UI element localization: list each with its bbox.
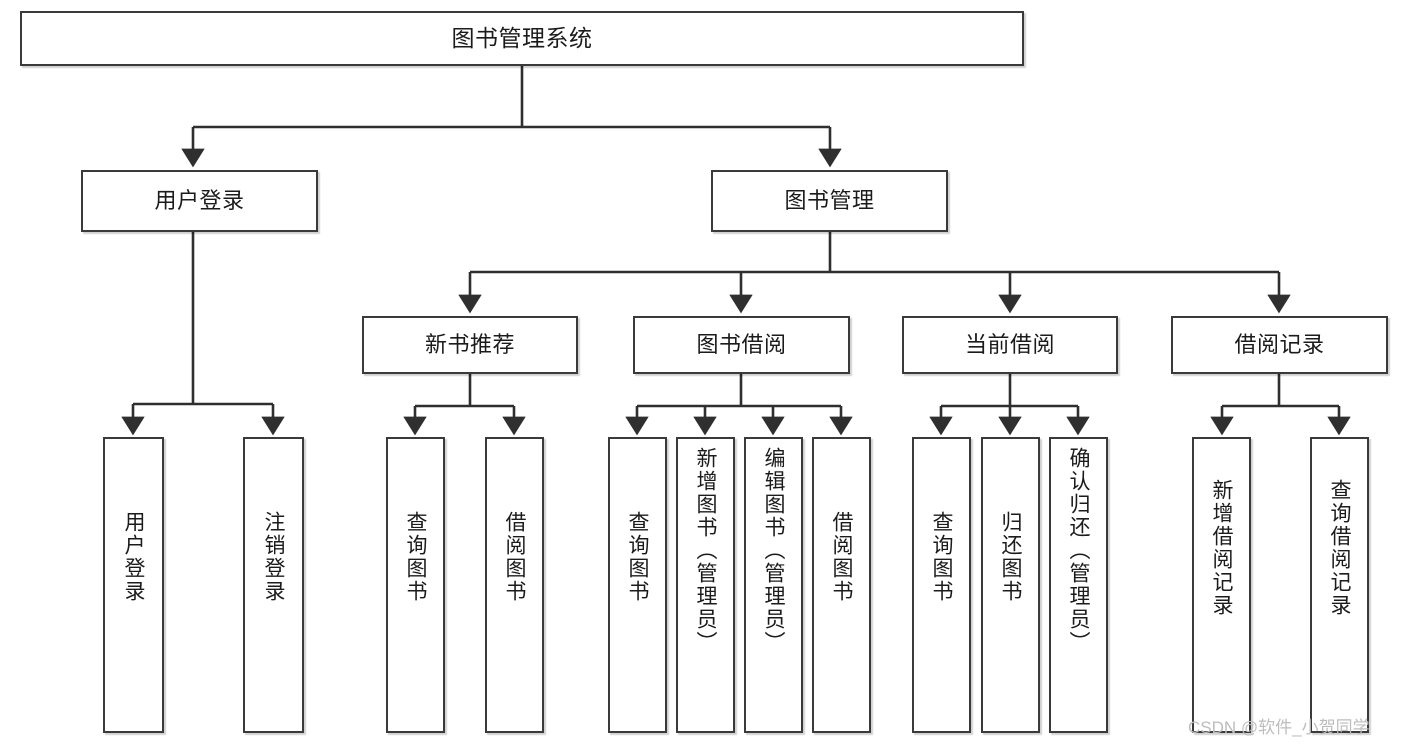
node-label: 借阅图书 [830, 511, 853, 603]
leaf-edit-book-admin[interactable]: 编辑图书（管理员） [744, 437, 803, 733]
leaf-return-book[interactable]: 归还图书 [981, 437, 1040, 733]
node-label: 借阅图书 [503, 511, 526, 603]
node-label: 借阅记录 [1234, 331, 1325, 357]
node-label: 查询图书 [626, 511, 649, 603]
node-label: 用户登录 [122, 511, 145, 603]
leaf-add-borrow-record[interactable]: 新增借阅记录 [1192, 437, 1251, 733]
node-current-borrow[interactable]: 当前借阅 [902, 316, 1118, 374]
node-label: 查询借阅记录 [1328, 479, 1351, 617]
node-user-login[interactable]: 用户登录 [81, 170, 318, 232]
leaf-confirm-return-admin[interactable]: 确认归还（管理员） [1049, 437, 1108, 733]
node-label: 新书推荐 [424, 331, 515, 357]
leaf-query-book-recommend[interactable]: 查询图书 [386, 437, 445, 733]
leaf-add-book-admin[interactable]: 新增图书（管理员） [676, 437, 735, 733]
node-root-system[interactable]: 图书管理系统 [20, 11, 1024, 66]
node-label: 查询图书 [930, 511, 953, 603]
node-label: 用户登录 [154, 187, 245, 213]
node-label: 图书管理 [784, 187, 875, 213]
node-label: 图书管理系统 [451, 24, 593, 51]
leaf-query-book-current[interactable]: 查询图书 [912, 437, 971, 733]
node-label: 新增图书（管理员） [694, 447, 717, 654]
node-label: 编辑图书（管理员） [762, 447, 785, 654]
node-label: 新增借阅记录 [1210, 479, 1233, 617]
leaf-borrow-book[interactable]: 借阅图书 [812, 437, 871, 733]
node-label: 确认归还（管理员） [1067, 447, 1090, 654]
node-label: 图书借阅 [696, 331, 787, 357]
leaf-user-login[interactable]: 用户登录 [103, 437, 164, 733]
node-label: 当前借阅 [964, 331, 1055, 357]
node-label: 归还图书 [999, 511, 1022, 603]
leaf-query-borrow-record[interactable]: 查询借阅记录 [1310, 437, 1369, 733]
node-borrow-records[interactable]: 借阅记录 [1171, 316, 1388, 374]
node-new-book-recommend[interactable]: 新书推荐 [362, 316, 578, 374]
leaf-logout[interactable]: 注销登录 [243, 437, 304, 733]
leaf-borrow-book-recommend[interactable]: 借阅图书 [485, 437, 544, 733]
node-book-management[interactable]: 图书管理 [711, 170, 948, 232]
node-label: 注销登录 [262, 511, 285, 603]
leaf-query-book-borrow[interactable]: 查询图书 [608, 437, 667, 733]
node-book-borrow[interactable]: 图书借阅 [633, 316, 850, 374]
watermark-text: CSDN @软件_小贺同学 [1188, 718, 1370, 737]
node-label: 查询图书 [404, 511, 427, 603]
